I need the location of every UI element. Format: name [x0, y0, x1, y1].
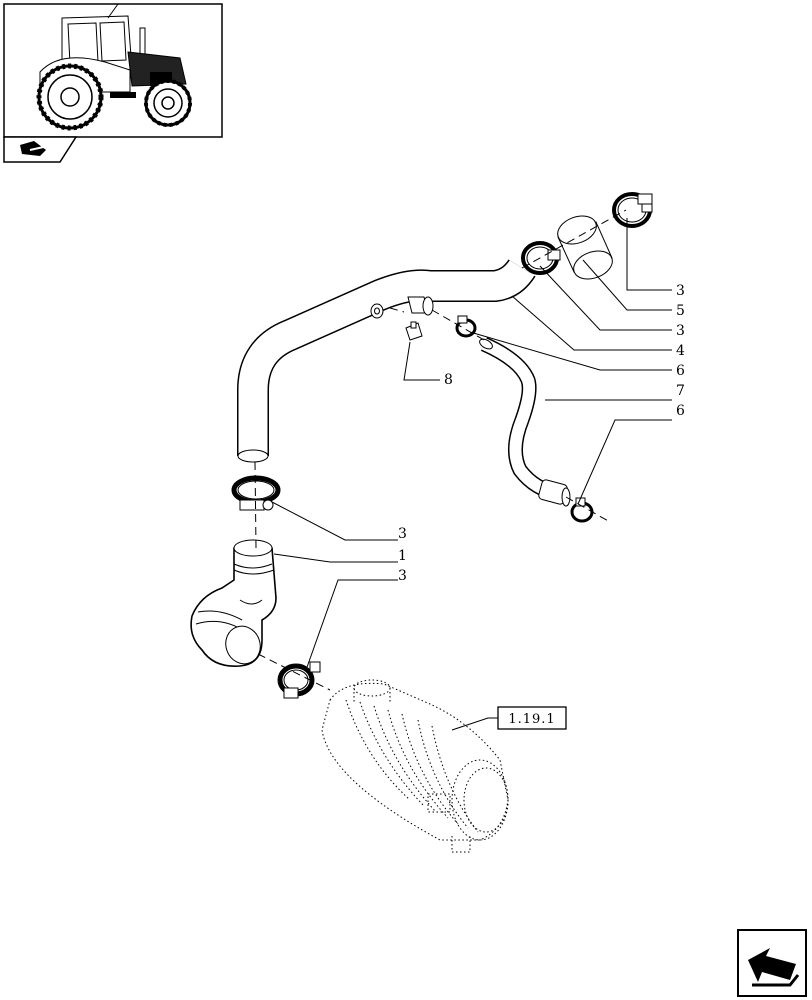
reference-link-box[interactable]: 1.19.1 — [497, 706, 567, 730]
hose-clamp-lower-2 — [277, 661, 321, 699]
next-page-arrow-icon[interactable] — [737, 929, 807, 997]
small-hose — [479, 337, 571, 507]
callout-8: 8 — [444, 372, 453, 388]
axis-line-1 — [254, 461, 257, 549]
axis-line-4 — [431, 309, 485, 341]
hose-clamp-small-upper — [455, 315, 477, 338]
tractor-thumbnail[interactable] — [3, 3, 223, 138]
sleeve-5 — [557, 215, 613, 280]
axis-line-5 — [565, 496, 611, 523]
hose-clamp-mid — [521, 241, 561, 275]
fitting-8 — [370, 303, 423, 341]
hose-tee — [407, 296, 434, 316]
air-filter-housing — [321, 679, 509, 853]
axis-line-3 — [389, 307, 405, 313]
callout-3: 3 — [398, 526, 407, 542]
section-tab-icon[interactable] — [3, 136, 78, 163]
callout-5: 5 — [676, 303, 685, 319]
reference-label: 1.19.1 — [508, 712, 555, 727]
callout-3: 3 — [676, 323, 685, 339]
leader-lines — [271, 218, 672, 731]
callout-7: 7 — [676, 383, 685, 399]
callout-4: 4 — [676, 343, 685, 359]
callout-6: 6 — [676, 363, 685, 379]
elbow-hose-1 — [190, 539, 277, 667]
axis-line-2 — [257, 653, 331, 691]
callout-3: 3 — [398, 568, 407, 584]
callout-3: 3 — [676, 283, 685, 299]
main-hose — [237, 258, 536, 463]
hose-clamp-lower-1 — [231, 475, 281, 511]
hose-clamp-top — [612, 192, 653, 228]
callout-6: 6 — [676, 403, 685, 419]
axis-line-6 — [521, 209, 627, 269]
callout-1: 1 — [398, 548, 407, 564]
